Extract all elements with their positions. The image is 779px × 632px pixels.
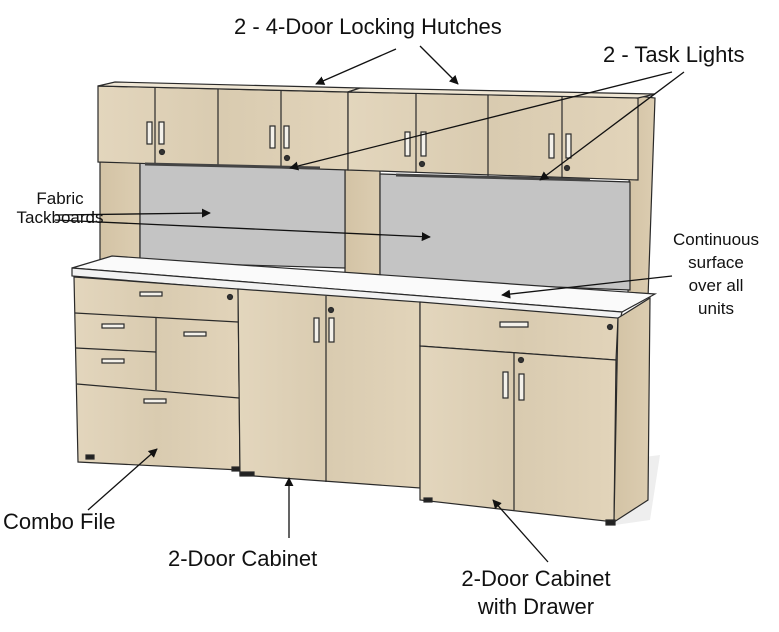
label-two-door-cabinet: 2-Door Cabinet [168, 546, 318, 571]
label-drawer-cabinet: 2-Door Cabinet with Drawer [436, 565, 636, 620]
label-drawer-cabinet-line2: with Drawer [477, 593, 595, 619]
task-light-right [395, 173, 591, 182]
label-surface-line4: units [698, 298, 734, 318]
two-door-cabinet [237, 288, 421, 489]
label-task-lights: 2 - Task Lights [603, 42, 745, 67]
label-hutches: 2 - 4-Door Locking Hutches [234, 14, 502, 39]
label-combo-file: Combo File [3, 509, 116, 534]
callout-task-light-right [539, 71, 685, 181]
callout-tackboard-left [54, 208, 211, 218]
callout-drawer-cabinet [492, 499, 549, 563]
tackboard-right [379, 173, 631, 291]
label-surface: Continuous surface over all units [658, 229, 774, 321]
label-tackboards: Fabric Tackboards [6, 189, 114, 227]
tackboard-left [139, 162, 346, 269]
label-tackboards-line1: Fabric [36, 189, 84, 208]
callout-hutch-left [315, 48, 397, 85]
label-surface-line3: over all [688, 275, 744, 295]
two-door-cabinet-drawer [419, 296, 651, 526]
hutch-right [347, 87, 656, 181]
hutch-left [97, 81, 361, 171]
label-surface-line2: surface [688, 252, 744, 272]
label-tackboards-line2: Tackboards [16, 207, 104, 227]
hutch-structure [99, 94, 656, 299]
callout-lines [54, 45, 685, 563]
callout-combo-file [87, 448, 158, 511]
label-surface-line1: Continuous [672, 230, 759, 249]
combo-file [73, 276, 243, 472]
callout-tackboard-right [54, 219, 431, 242]
callout-surface [501, 275, 673, 299]
callout-hutch-right [419, 45, 459, 85]
callout-task-light-left [289, 71, 673, 171]
label-drawer-cabinet-line1: 2-Door Cabinet [461, 566, 611, 591]
